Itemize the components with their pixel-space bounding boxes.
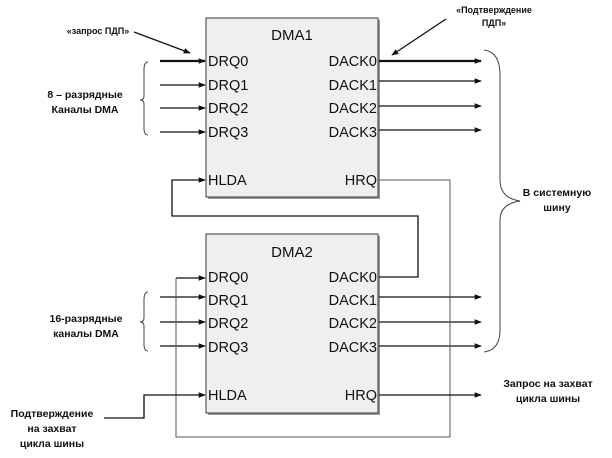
dma1-hrq-to-dma2-drq0-wire bbox=[175, 179, 451, 438]
dma2-pin-dack3: DACK3 bbox=[329, 340, 377, 356]
dma2-pin-drq0: DRQ0 bbox=[208, 270, 248, 286]
dma-ack-label-line2: ПДП» bbox=[482, 18, 506, 28]
dma2-hlda-input-wire bbox=[104, 392, 206, 419]
dma2-pin-dack0: DACK0 bbox=[329, 270, 377, 286]
dma1-pin-drq1: DRQ1 bbox=[208, 78, 248, 94]
channels8-brace bbox=[139, 61, 149, 136]
dma1-title: DMA1 bbox=[271, 27, 313, 44]
dma-ack-label-line1: «Подтверждение bbox=[456, 5, 532, 15]
dma1-dack-outputs bbox=[379, 58, 482, 133]
dma-request-label: «запрос ПДП» bbox=[67, 26, 130, 36]
dma2-dack0-to-dma1-hlda-wire bbox=[171, 177, 419, 278]
system-bus-brace bbox=[483, 49, 521, 353]
dma2-chip: DMA2 DRQ0 DRQ1 DRQ2 DRQ3 HLDA DACK0 DACK… bbox=[205, 233, 380, 415]
bus-req-label-line2: цикла шины bbox=[516, 393, 580, 405]
dma-ack-pointer bbox=[391, 18, 447, 56]
system-bus-label-line1: В системную bbox=[523, 187, 591, 199]
dma1-pin-hlda: HLDA bbox=[208, 173, 247, 189]
channels8-label-line1: 8 – разрядные bbox=[47, 89, 122, 101]
bus-req-label-line1: Запрос на захват bbox=[503, 378, 592, 390]
dma2-drq-inputs bbox=[160, 275, 206, 349]
dma1-pin-drq2: DRQ2 bbox=[208, 101, 248, 117]
dma2-pin-dack2: DACK2 bbox=[329, 316, 377, 332]
dma2-pin-drq1: DRQ1 bbox=[208, 293, 248, 309]
dma1-pin-dack2: DACK2 bbox=[329, 101, 377, 117]
dma2-pin-hrq: HRQ bbox=[345, 388, 377, 404]
dma2-pin-drq2: DRQ2 bbox=[208, 316, 248, 332]
dma1-chip: DMA1 DRQ0 DRQ1 DRQ2 DRQ3 HLDA DACK0 DACK… bbox=[205, 17, 380, 199]
dma1-pin-hrq: HRQ bbox=[345, 173, 377, 189]
dma1-pin-dack3: DACK3 bbox=[329, 125, 377, 141]
channels16-label-line2: каналы DMA bbox=[53, 328, 119, 340]
dma-request-pointer bbox=[133, 31, 191, 54]
dma2-pin-drq3: DRQ3 bbox=[208, 340, 248, 356]
dma2-dack-outputs bbox=[379, 294, 482, 349]
bus-ack-label-line2: на захват bbox=[27, 423, 76, 435]
bus-ack-label-line1: Подтверждение bbox=[11, 408, 94, 420]
system-bus-label-line2: шину bbox=[543, 202, 571, 214]
dma1-drq-inputs bbox=[160, 58, 206, 135]
dma1-pin-drq3: DRQ3 bbox=[208, 125, 248, 141]
channels16-brace bbox=[139, 291, 149, 352]
channels16-label-line1: 16-разрядные bbox=[50, 313, 123, 325]
channels8-label-line2: Каналы DMA bbox=[51, 104, 118, 116]
dma2-pin-hlda: HLDA bbox=[208, 388, 247, 404]
dma1-pin-drq0: DRQ0 bbox=[208, 54, 248, 70]
dma1-pin-dack1: DACK1 bbox=[329, 78, 377, 94]
dma2-pin-dack1: DACK1 bbox=[329, 293, 377, 309]
dma2-title: DMA2 bbox=[271, 244, 313, 261]
dma1-pin-dack0: DACK0 bbox=[329, 54, 377, 70]
bus-ack-label-line3: цикла шины bbox=[20, 438, 84, 450]
